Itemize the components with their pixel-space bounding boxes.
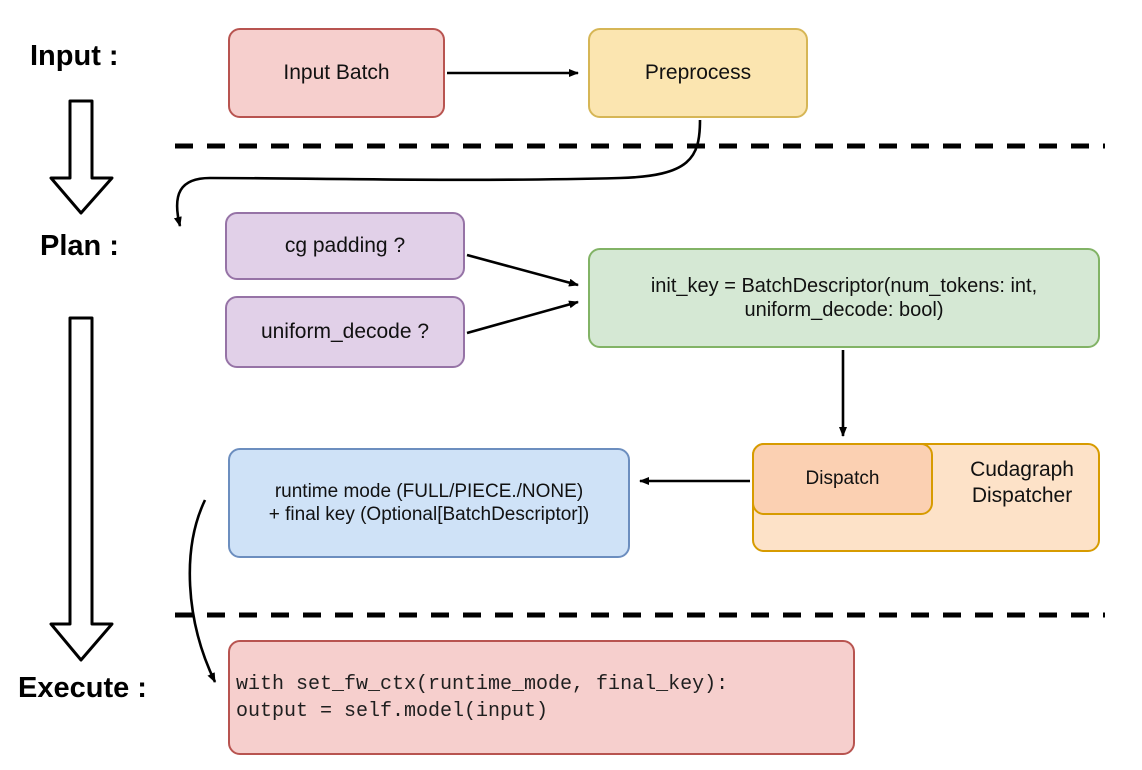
node-init-key[interactable]: init_key = BatchDescriptor(num_tokens: i… [588, 248, 1100, 348]
stage-label-execute: Execute : [18, 672, 147, 704]
edge-runtime-mode-to-execute-code [188, 499, 217, 683]
node-cg-padding[interactable]: cg padding ? [225, 212, 465, 280]
stage-label-input: Input : [30, 40, 119, 72]
plan-to-execute-arrow [49, 316, 114, 662]
input-to-plan-arrow [49, 99, 114, 215]
node-dispatch[interactable]: Dispatch [752, 443, 933, 515]
edge-cg-padding-to-init-key [466, 253, 579, 287]
node-execute-code[interactable]: with set_fw_ctx(runtime_mode, final_key)… [228, 640, 855, 755]
edge-uniform-decode-to-init-key [466, 300, 579, 335]
node-preprocess[interactable]: Preprocess [588, 28, 808, 118]
edge-preprocess-to-cg-padding [173, 119, 702, 227]
node-runtime-mode[interactable]: runtime mode (FULL/PIECE./NONE) + final … [228, 448, 630, 558]
node-uniform-decode[interactable]: uniform_decode ? [225, 296, 465, 368]
stage-label-plan: Plan : [40, 230, 119, 262]
node-input-batch[interactable]: Input Batch [228, 28, 445, 118]
